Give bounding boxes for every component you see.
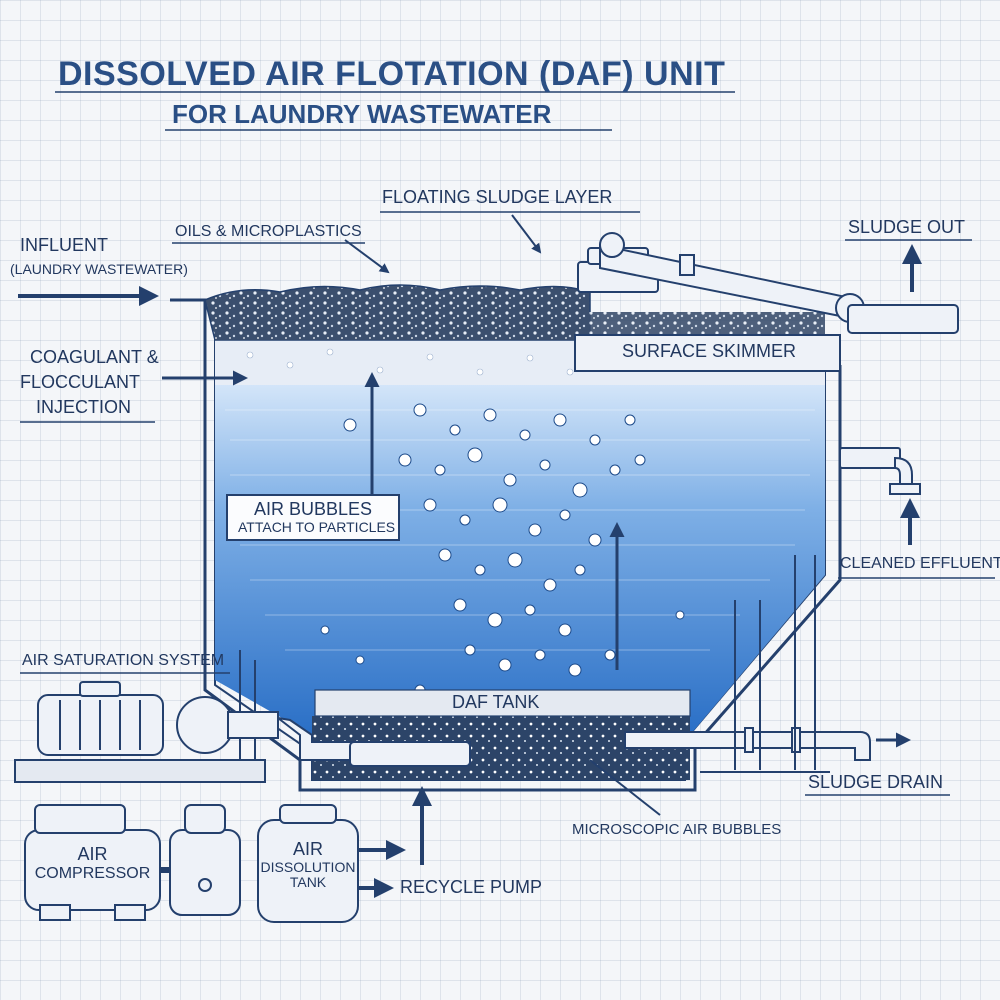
air-dissolution-line3: TANK <box>289 874 327 891</box>
page-subtitle: FOR LAUNDRY WASTEWATER <box>172 99 552 129</box>
daf-tank-label: DAF TANK <box>452 692 540 712</box>
skimmer-mechanism <box>574 232 959 372</box>
air-bubbles-label: AIR BUBBLES ATTACH TO PARTICLES <box>226 494 400 542</box>
water-ripples <box>225 409 815 651</box>
tank-outer-wall <box>185 298 842 792</box>
air-compressor-line1: AIR <box>77 844 108 864</box>
air-dissolution-line1: AIR <box>292 839 323 859</box>
coagulant-label-line1: COAGULANT & <box>30 347 159 367</box>
effluent-pipe <box>839 447 921 495</box>
coagulant-label-line3: INJECTION <box>36 397 132 417</box>
air-bubbles-line1: AIR BUBBLES <box>253 499 373 519</box>
saturation-pump <box>176 696 279 754</box>
rising-bubbles <box>320 403 685 705</box>
sludge-drain-label: SLUDGE DRAIN <box>808 772 944 792</box>
air-saturation-label: AIR SATURATION SYSTEM <box>22 652 225 669</box>
page-title: DISSOLVED AIR FLOTATION (DAF) UNIT <box>58 55 726 93</box>
motor <box>37 681 164 756</box>
micro-bubbles-leader <box>589 759 661 816</box>
recycle-pump-label: RECYCLE PUMP <box>400 877 543 897</box>
floating-sludge-pointer <box>511 214 542 254</box>
cleaned-effluent-label: CLEANED EFFLUENT <box>840 555 1000 572</box>
influent-label: INFLUENT <box>20 235 109 255</box>
influent-sub-label: (LAUNDRY WASTEWATER) <box>10 261 188 277</box>
tank-supports <box>239 555 816 770</box>
air-compressor-label: AIR COMPRESSOR <box>25 844 160 882</box>
daf-tank-label-bg <box>314 689 691 717</box>
intermediate-vessel <box>169 804 241 916</box>
air-dissolution-label: AIR DISSOLUTION TANK <box>258 839 358 891</box>
dissolution-tank-shape <box>257 804 359 923</box>
surface-skimmer-label: SURFACE SKIMMER <box>622 341 797 361</box>
air-dissolution-line2: DISSOLUTION <box>260 858 356 875</box>
oils-microplastics-label: OILS & MICROPLASTICS <box>175 223 362 240</box>
air-compressor <box>24 804 161 921</box>
equipment-base <box>14 759 266 783</box>
sludge-out-label: SLUDGE OUT <box>848 217 966 237</box>
oils-pointer <box>344 239 390 274</box>
floating-sludge-label: FLOATING SLUDGE LAYER <box>382 187 613 207</box>
bed-inlet-pipe <box>349 741 471 767</box>
micro-bubbles-label: MICROSCOPIC AIR BUBBLES <box>572 821 782 838</box>
coagulant-label-line2: FLOCCULANT <box>20 372 141 392</box>
air-compressor-line2: COMPRESSOR <box>34 864 151 882</box>
air-bubbles-line2: ATTACH TO PARTICLES <box>238 518 396 535</box>
